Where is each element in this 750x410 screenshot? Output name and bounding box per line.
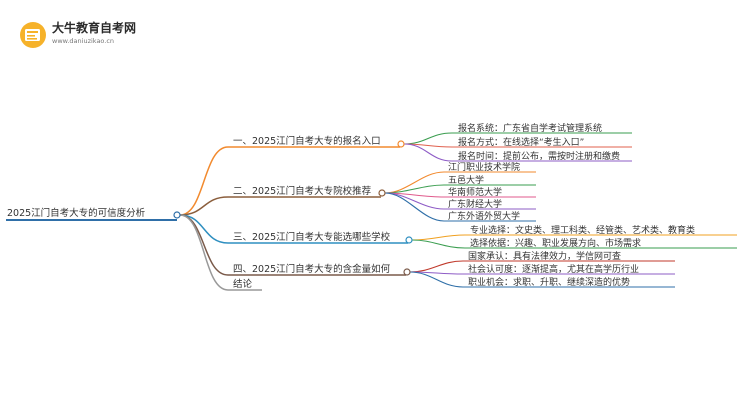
leaf-connector [409,271,464,288]
branch-4-collapse-toggle[interactable] [403,268,411,276]
branch-connector [179,146,229,216]
branch-2-children: 江门职业技术学院 五邑大学 华南师范大学 广东财经大学 广东外语外贸大学 [448,161,520,222]
branch-3-children: 专业选择：文史类、理工科类、经管类、艺术类、教育类 选择依据：兴趣、职业发展方向… [470,224,695,249]
branch-connector [179,214,229,244]
branch-5-label: 结论 [233,278,253,290]
leaf-text: 专业选择：文史类、理工科类、经管类、艺术类、教育类 [470,224,695,236]
leaf-text: 报名方式：在线选择“考生入口” [458,136,584,148]
leaf-connector [403,143,453,162]
logo-title: 大牛教育自考网 [52,20,136,35]
branch-connector [179,196,229,216]
branch-4-children: 国家承认：具有法律效力，学信网可查 社会认可度：逐渐提高，尤其在高学历行业 职业… [468,250,639,288]
root-label: 2025江门自考大专的可信度分析 [7,207,146,219]
leaf-text: 广东外语外贸大学 [448,210,520,222]
leaf-text: 社会认可度：逐渐提高，尤其在高学历行业 [468,263,639,275]
root-node[interactable]: 2025江门自考大专的可信度分析 [6,207,181,221]
branch-3-collapse-toggle[interactable] [405,236,413,244]
leaf-text: 广东财经大学 [448,198,502,210]
logo-url: www.daniuzikao.cn [52,37,114,45]
leaf-connector [411,234,466,241]
leaf-text: 江门职业技术学院 [448,161,520,173]
site-logo: 大牛教育自考网 www.daniuzikao.cn [20,20,136,48]
branch-5-node[interactable]: 结论 [228,278,262,291]
branch-1-node[interactable]: 一、2025江门自考大专的报名入口 [228,135,405,148]
logo-icon [20,22,46,48]
leaf-connector [384,192,445,222]
branch-1-collapse-toggle[interactable] [397,140,405,148]
leaf-text: 职业机会：求职、升职、继续深造的优势 [468,276,630,288]
leaf-text: 国家承认：具有法律效力，学信网可查 [468,250,621,262]
branch-connector [179,214,229,276]
leaf-text: 报名时间：提前公布，需按时注册和缴费 [458,150,620,162]
connector-lines [179,132,737,291]
branch-4-label: 四、2025江门自考大专的含金量如何 [233,263,391,275]
leaf-connector [409,260,464,273]
branch-2-collapse-toggle[interactable] [378,189,386,197]
root-collapse-toggle[interactable] [173,211,181,219]
branch-1-children: 报名系统：广东省自学考试管理系统 报名方式：在线选择“考生入口” 报名时间：提前… [458,122,620,162]
leaf-connector [411,239,466,249]
branch-connector [179,214,229,291]
leaf-text: 华南师范大学 [448,186,502,198]
branch-2-node[interactable]: 二、2025江门自考大专院校推荐 [228,185,386,198]
branch-1-label: 一、2025江门自考大专的报名入口 [233,135,381,147]
branch-3-label: 三、2025江门自考大专能选哪些学校 [233,231,391,243]
leaf-text: 报名系统：广东省自学考试管理系统 [458,122,602,134]
leaf-text: 选择依据：兴趣、职业发展方向、市场需求 [470,237,641,249]
leaf-connector [403,132,453,145]
leaf-text: 五邑大学 [448,174,484,186]
branch-3-node[interactable]: 三、2025江门自考大专能选哪些学校 [228,231,413,244]
branch-4-node[interactable]: 四、2025江门自考大专的含金量如何 [228,263,411,276]
branch-2-label: 二、2025江门自考大专院校推荐 [233,185,372,197]
leaf-connector [384,171,445,194]
